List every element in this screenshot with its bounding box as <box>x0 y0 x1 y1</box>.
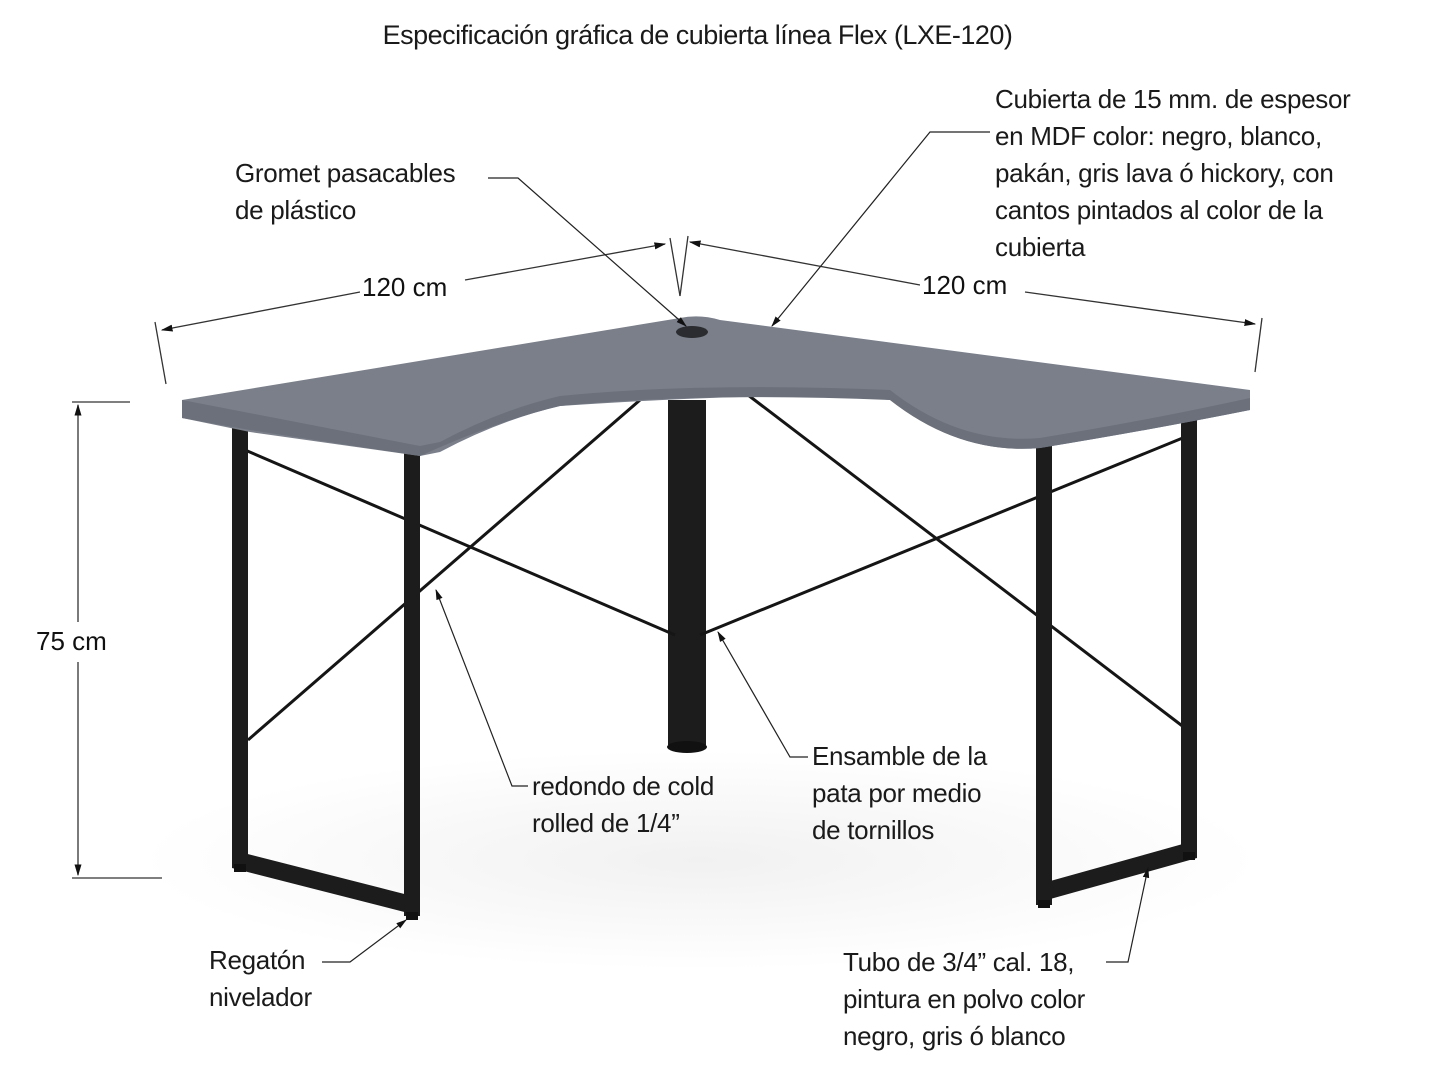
leader-cubierta <box>771 131 990 327</box>
right-leg-frame <box>1036 415 1197 908</box>
cross-braces <box>244 393 1191 742</box>
annotation-gromet: Gromet pasacables de plástico <box>235 158 456 225</box>
annotation-redondo: redondo de cold rolled de 1/4” <box>532 771 714 838</box>
annotation-regaton: Regatón nivelador <box>209 945 312 1012</box>
leader-redondo <box>435 588 528 787</box>
leader-gromet <box>488 177 687 327</box>
page-title: Especificación gráfica de cubierta línea… <box>382 20 1013 50</box>
gromet-hole <box>676 326 708 338</box>
leader-regaton <box>322 919 407 963</box>
dimension-label-width-right: 120 cm <box>920 270 1010 301</box>
center-leg <box>667 400 707 753</box>
desktop-surface <box>182 316 1250 456</box>
leader-lines <box>322 131 1150 963</box>
dimension-width-left <box>154 237 681 385</box>
left-leg-frame <box>232 420 420 920</box>
dimension-label-width-left: 120 cm <box>360 272 450 303</box>
leader-tubo <box>1106 866 1150 963</box>
dimension-height <box>72 401 162 879</box>
leader-ensamble <box>717 631 808 758</box>
annotation-ensamble: Ensamble de la pata por medio de tornill… <box>812 741 988 845</box>
dimension-width-right <box>679 235 1263 373</box>
annotation-cubierta: Cubierta de 15 mm. de espesor en MDF col… <box>995 84 1351 262</box>
dimension-label-height: 75 cm <box>34 626 109 657</box>
annotation-tubo: Tubo de 3/4” cal. 18, pintura en polvo c… <box>843 947 1085 1051</box>
